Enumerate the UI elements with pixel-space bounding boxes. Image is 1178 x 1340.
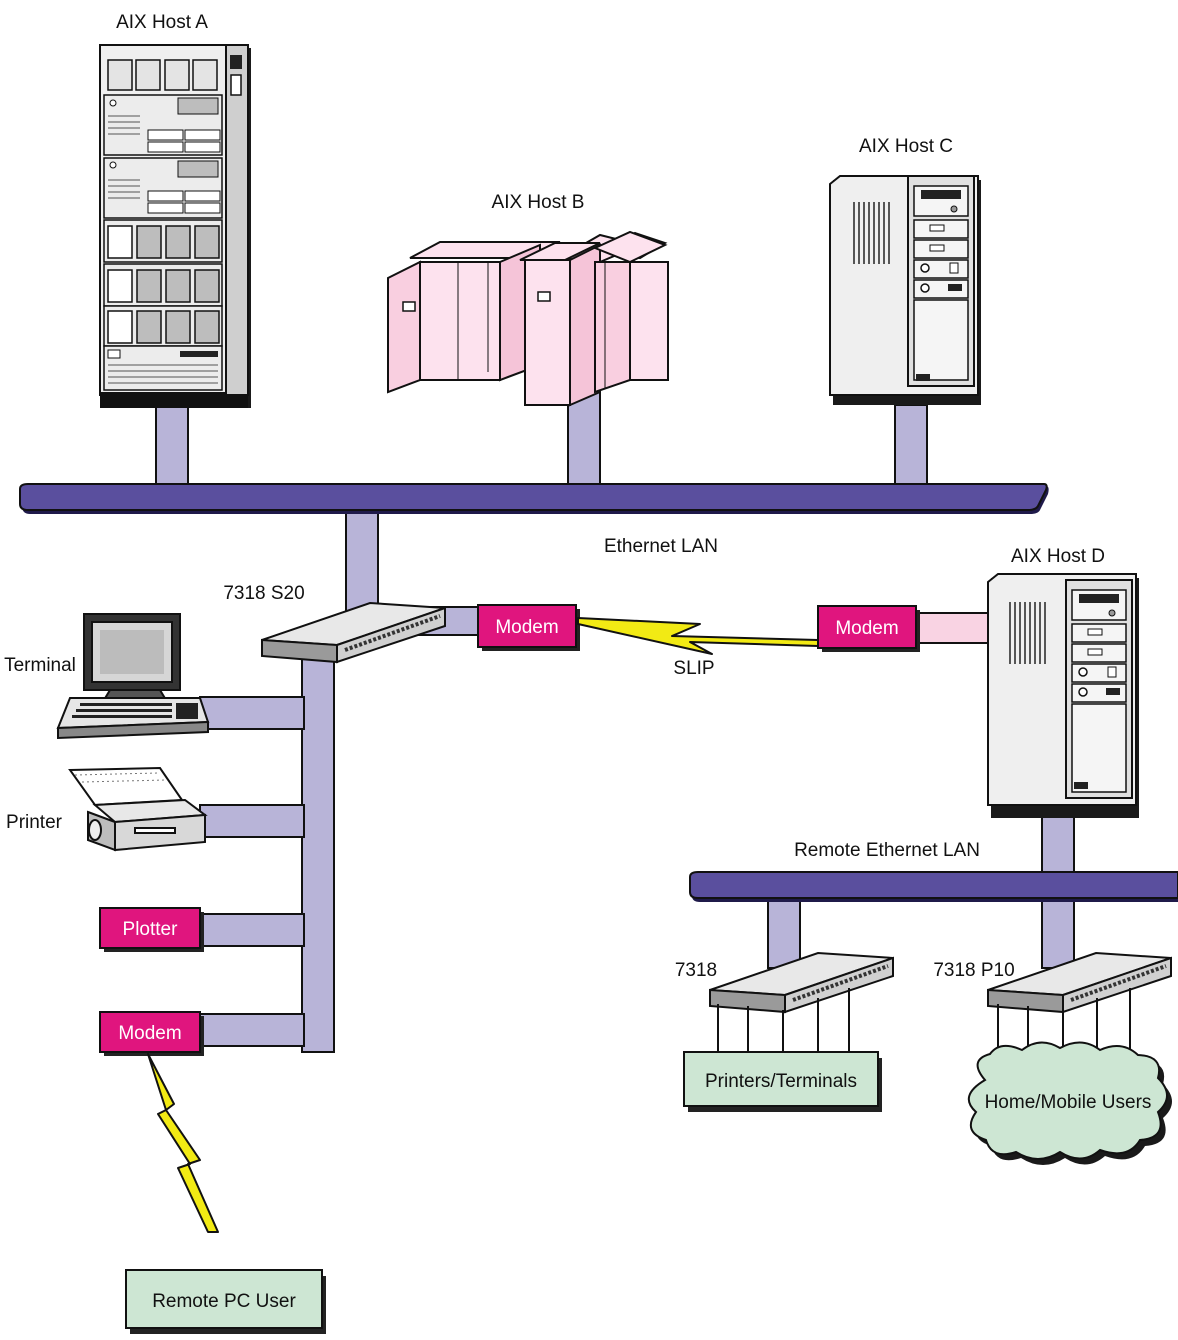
modem-left-branch: [199, 1013, 305, 1047]
cables: [155, 381, 1075, 1053]
home-mobile-label: Home/Mobile Users: [985, 1092, 1152, 1113]
printers-terminals-label: Printers/Terminals: [705, 1071, 857, 1092]
host-c-label: AIX Host C: [859, 136, 953, 157]
aix-host-d-server-icon[interactable]: [987, 573, 1139, 818]
plotter-label: Plotter: [123, 919, 179, 940]
terminal-label: Terminal: [4, 655, 76, 676]
slip-lightning-icon: [577, 617, 819, 655]
printer-icon[interactable]: [68, 766, 208, 852]
plotter-branch: [199, 913, 305, 947]
p10-drop: [1041, 897, 1075, 969]
modem-left-label: Modem: [118, 1023, 181, 1044]
home-mobile-cloud[interactable]: Home/Mobile Users: [967, 1041, 1172, 1165]
printer-branch: [199, 804, 305, 838]
p10-label: 7318 P10: [933, 960, 1014, 981]
hub-7318-wires: [717, 988, 850, 1052]
remote-ethernet-lan-label: Remote Ethernet LAN: [794, 840, 980, 861]
modem-host-d-label: Modem: [835, 618, 898, 639]
printer-label: Printer: [6, 812, 63, 833]
aix-host-c-server-icon[interactable]: [829, 175, 981, 405]
modem-s20-box[interactable]: Modem: [477, 604, 580, 651]
s20-label: 7318 S20: [223, 583, 304, 604]
hub-7318-icon[interactable]: [709, 951, 894, 1014]
t7318-label: 7318: [675, 960, 717, 981]
remote-pc-label: Remote PC User: [152, 1291, 296, 1312]
host-d-drop: [1041, 811, 1075, 875]
host-a-drop: [155, 404, 189, 491]
host-a-label: AIX Host A: [116, 12, 208, 33]
aix-host-b-server-icon[interactable]: [387, 230, 669, 407]
ethernet-lan-label: Ethernet LAN: [604, 536, 718, 557]
host-d-label: AIX Host D: [1011, 546, 1105, 567]
slip-label: SLIP: [673, 658, 714, 679]
terminal-icon[interactable]: [56, 613, 210, 740]
ethernet-lan-backbone: [19, 483, 1049, 514]
printers-terminals-box[interactable]: Printers/Terminals: [683, 1051, 882, 1112]
hub-7318-s20-icon[interactable]: [261, 601, 446, 664]
modem-s20-label: Modem: [495, 617, 558, 638]
host-c-drop: [894, 404, 928, 491]
remote-ethernet-lan-backbone: [689, 871, 1178, 902]
aix-host-a-server-icon[interactable]: [99, 44, 251, 408]
hub-7318-p10-icon[interactable]: [987, 951, 1172, 1014]
terminal-branch: [199, 696, 305, 730]
modem-left-box[interactable]: Modem: [99, 1011, 204, 1056]
t7318-drop: [767, 897, 801, 969]
modem-host-d-box[interactable]: Modem: [817, 605, 920, 652]
remote-pc-user-box[interactable]: Remote PC User: [125, 1269, 326, 1334]
s20-distribution-trunk: [301, 649, 335, 1053]
host-b-label: AIX Host B: [492, 192, 585, 213]
remote-pc-lightning-icon: [147, 1053, 219, 1233]
plotter-box[interactable]: Plotter: [99, 907, 204, 952]
